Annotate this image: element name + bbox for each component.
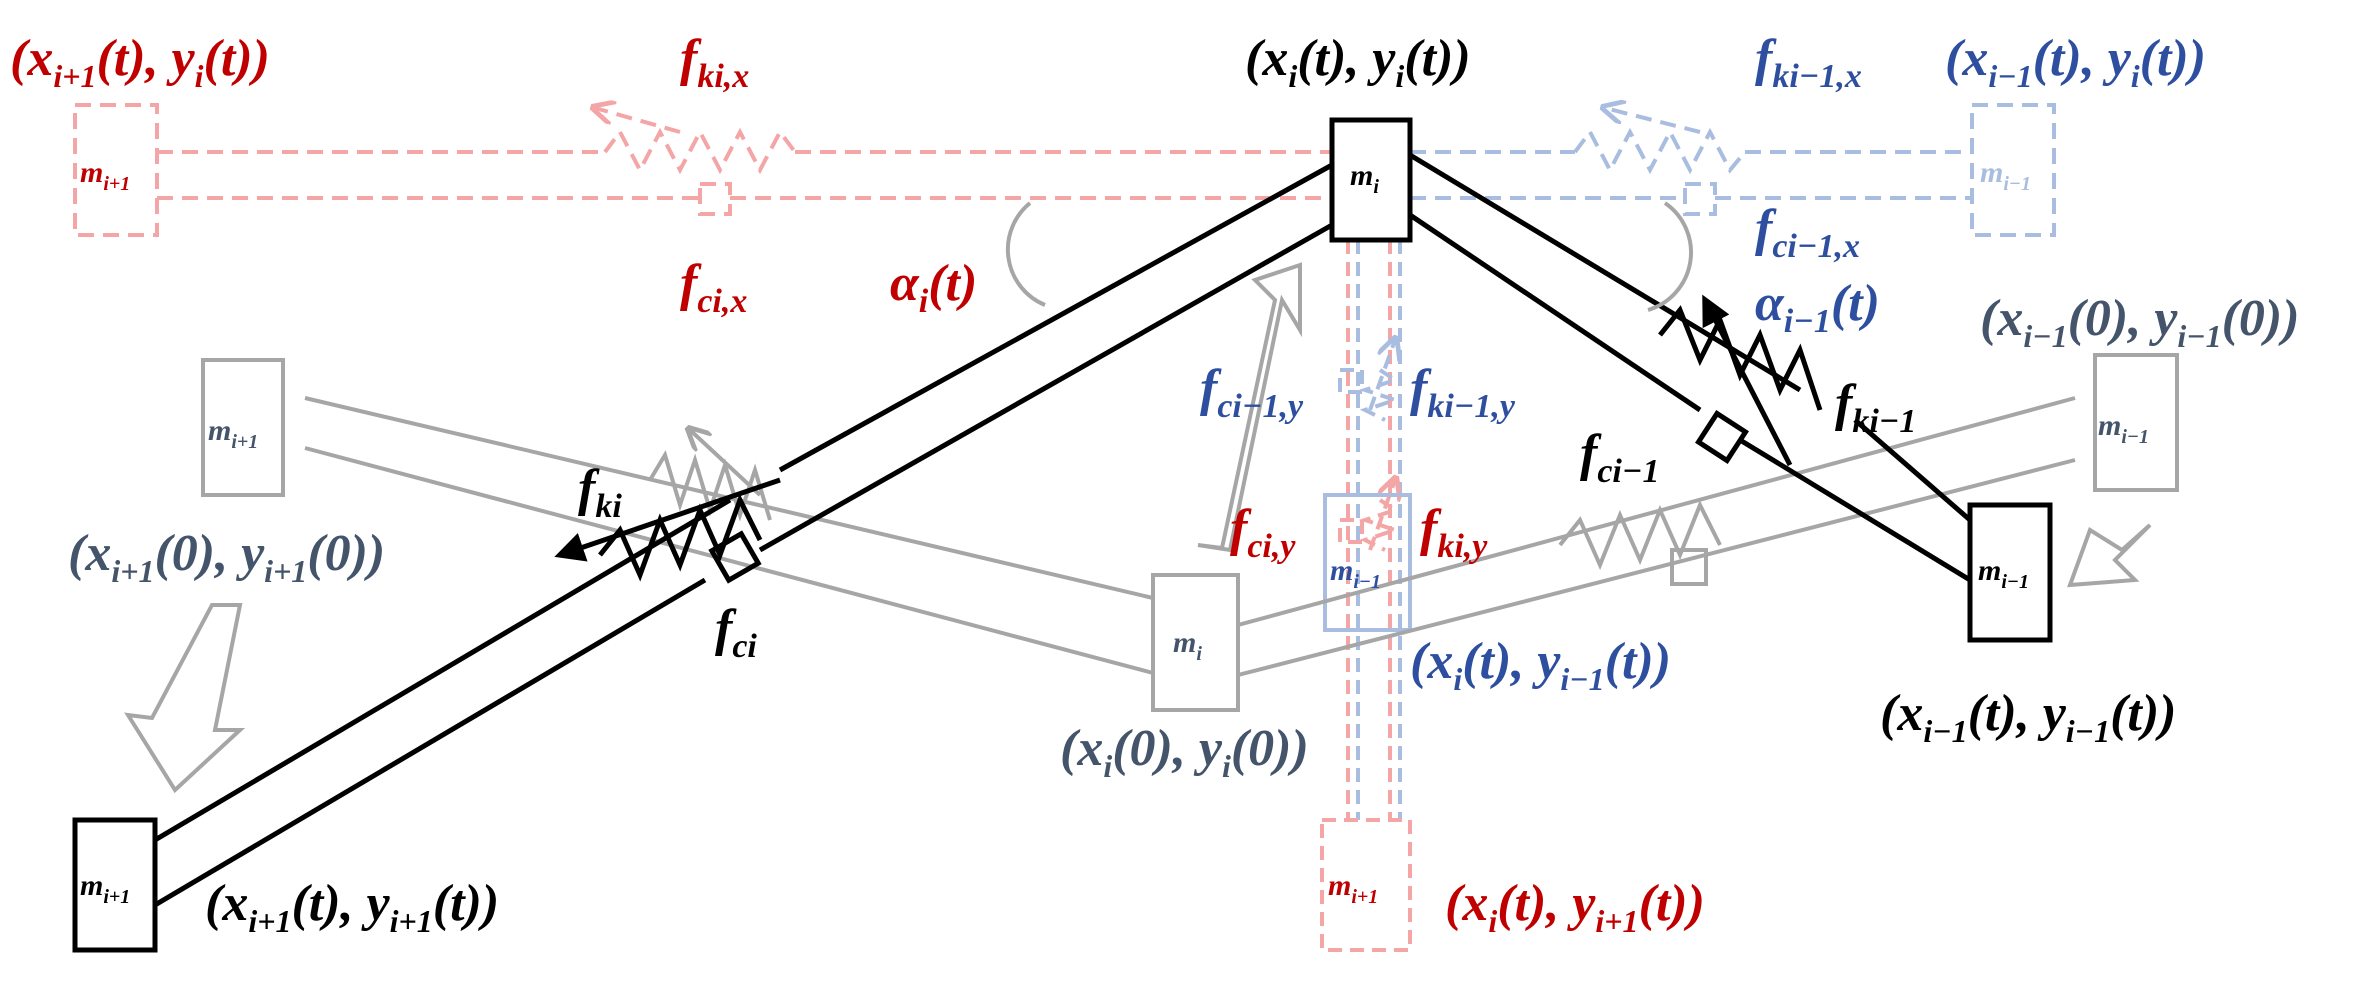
mass-i-current: [1329, 117, 1413, 243]
damper-red-horizontal: [698, 182, 732, 216]
mass-label-i-plus-1-current: mi+1: [80, 869, 130, 908]
mass-i-minus-1-current: [1967, 502, 2053, 643]
mass-i-plus-1-red-projection: [73, 103, 159, 237]
force-label-fki-minus-1-x: fki−1,x: [1755, 30, 1862, 95]
coord-label-xi-minus-1-yi: (xi−1(t), yi(t)): [1945, 30, 2206, 94]
red-horizontal-projection: [73, 103, 1330, 237]
coord-label-xi-minus-1-0: (xi−1(0), yi−1(0)): [1980, 290, 2300, 354]
force-label-fki-y: fki,y: [1420, 500, 1488, 565]
angle-label-alpha-i: αi(t): [890, 255, 977, 320]
damper-red-vertical: [1338, 518, 1364, 544]
damper-blue-vertical: [1338, 368, 1364, 394]
mass-i-minus-1-initial: [2093, 353, 2179, 492]
vertical-projection: [1320, 240, 1412, 952]
blue-horizontal-projection: [1410, 103, 2056, 237]
mass-i-minus-1-blue-vertical: [1323, 493, 1412, 632]
mass-i-initial: [1151, 573, 1240, 712]
force-label-fki-minus-1: fki−1: [1835, 375, 1916, 440]
damper-right: [1695, 410, 1749, 464]
current-configuration: [72, 117, 2053, 953]
mass-i-minus-1-blue-projection: [1970, 103, 2056, 237]
force-label-fci-minus-1-y: fci−1,y: [1200, 360, 1304, 425]
mass-i-plus-1-initial: [201, 358, 285, 497]
mass-label-i-current: mi: [1350, 159, 1379, 198]
force-label-fki-x: fki,x: [680, 30, 749, 95]
force-label-fki: fki: [578, 460, 622, 525]
mass-label-i-plus-1-red-vertical: mi+1: [1328, 869, 1378, 908]
coord-label-xi1-current: (xi+1(t), yi+1(t)): [205, 875, 499, 939]
mass-label-i-plus-1-initial: mi+1: [208, 414, 258, 453]
damper-left: [708, 530, 762, 584]
mass-label-i-initial: mi: [1173, 626, 1202, 665]
force-label-fki-minus-1-y: fki−1,y: [1410, 360, 1516, 425]
mass-label-i-minus-1-blue: mi−1: [1980, 156, 2031, 195]
force-label-fci-y: fci,y: [1230, 500, 1296, 565]
damper-gray-right: [1670, 548, 1708, 586]
force-label-fci-minus-1: fci−1: [1580, 425, 1659, 490]
initial-configuration: [124, 262, 2179, 794]
coord-label-xi-yi-minus-1: (xi(t), yi−1(t)): [1410, 633, 1671, 697]
coord-label-xi1-yi: (xi+1(t), yi(t)): [10, 30, 270, 94]
coord-label-xi-minus-1-current: (xi−1(t), yi−1(t)): [1880, 685, 2176, 749]
mass-i-plus-1-current: [72, 817, 158, 953]
damper-blue-horizontal: [1683, 182, 1717, 216]
mass-i-plus-1-red-vertical: [1320, 818, 1412, 952]
force-label-fci-minus-1-x: fci−1,x: [1755, 200, 1860, 265]
angle-arc-alpha-i: [1005, 201, 1046, 307]
angle-arc-alpha-i-minus-1: [1647, 201, 1694, 312]
force-label-fci: fci: [715, 600, 757, 665]
coord-label-xi-0: (xi(0), yi(0)): [1060, 720, 1309, 784]
angle-label-alpha-i-minus-1: αi−1(t): [1755, 275, 1880, 340]
coord-label-xi-yi: (xi(t), yi(t)): [1245, 30, 1471, 94]
coord-label-xi-yi-plus-1: (xi(t), yi+1(t)): [1445, 875, 1705, 939]
force-label-fci-x: fci,x: [680, 255, 747, 320]
mass-label-i-minus-1-current: mi−1: [1978, 554, 2029, 593]
mass-label-i-plus-1-red: mi+1: [80, 156, 130, 195]
mass-label-i-minus-1-initial: mi−1: [2098, 409, 2149, 448]
mass-label-i-minus-1-blue-vertical: mi−1: [1330, 554, 1381, 593]
coord-label-xi1-0: (xi+1(0), yi+1(0)): [68, 525, 385, 589]
